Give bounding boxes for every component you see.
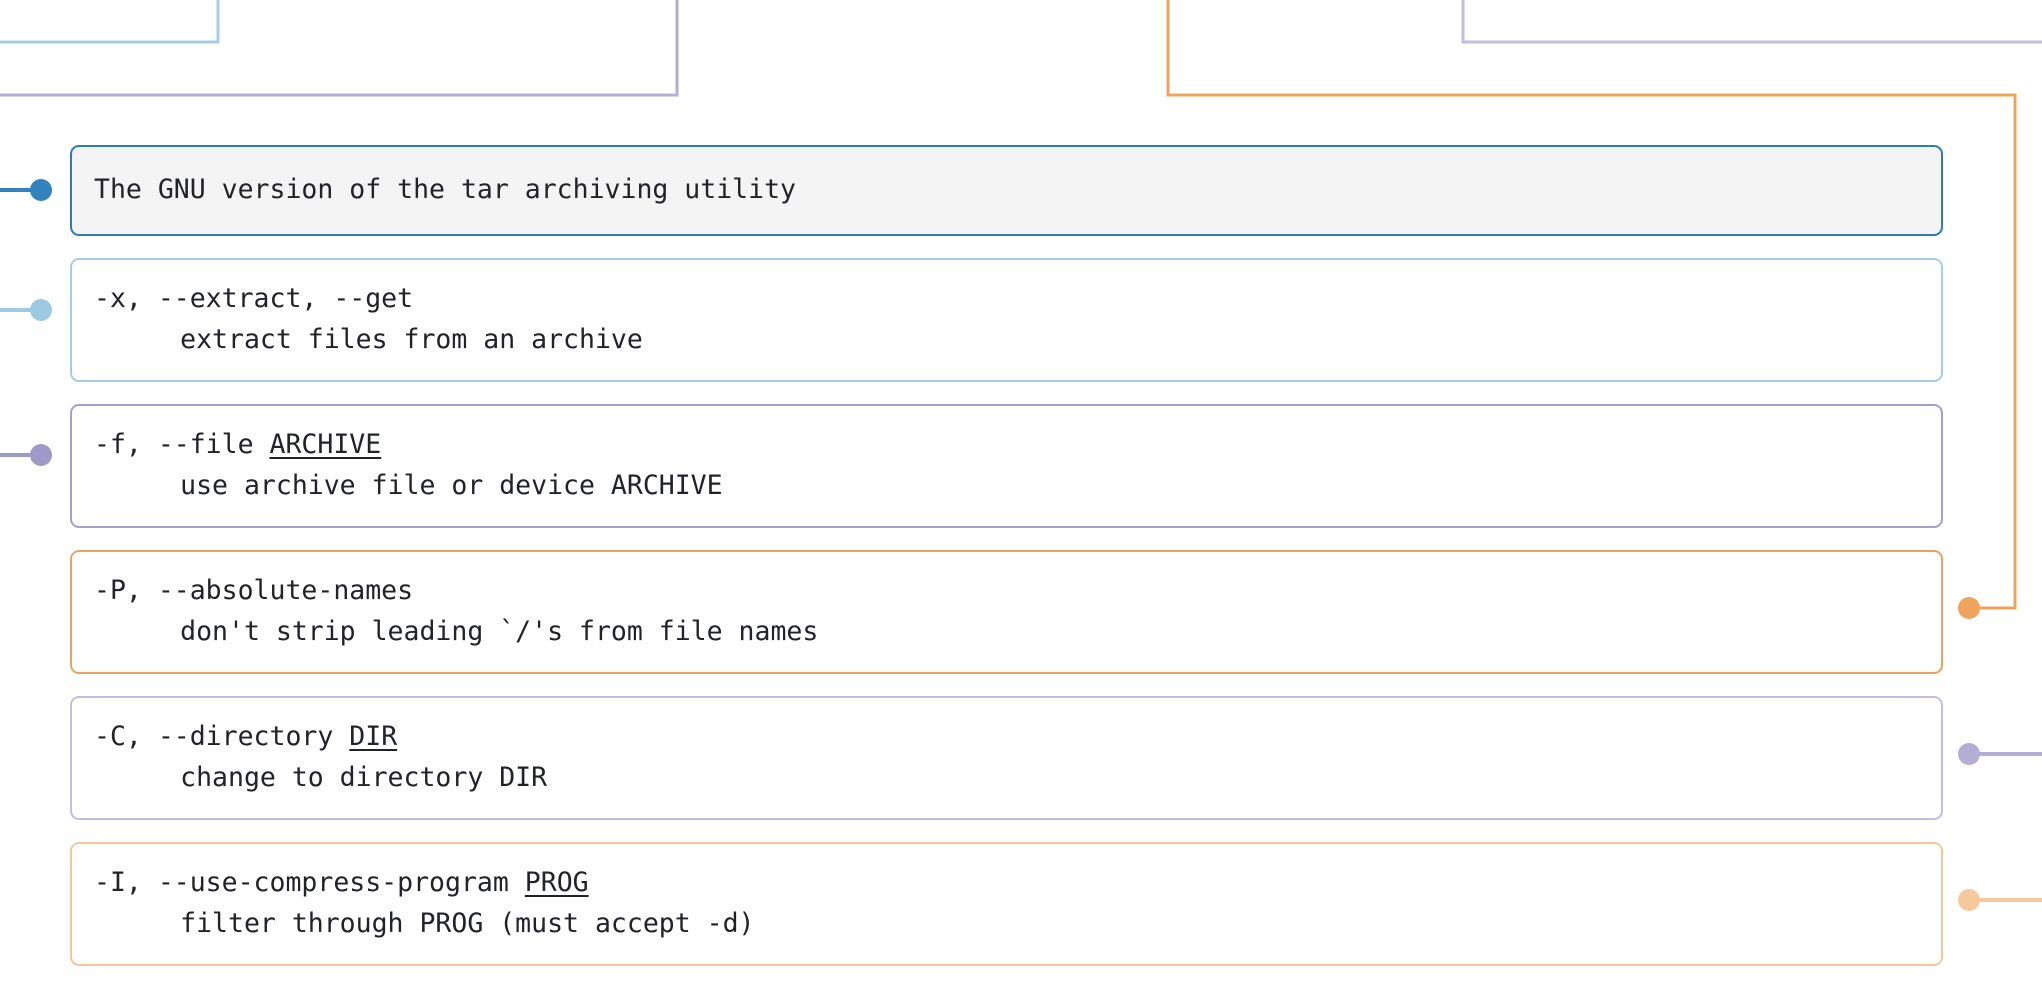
connector-right-directory-dot: [1958, 743, 1980, 765]
card-line-description: don't strip leading `/'s from file names: [180, 616, 819, 647]
card-flag-text: -I, --use-compress-program: [94, 867, 525, 898]
card-argument-dir: DIR: [349, 721, 398, 752]
card-argument-prog: PROG: [524, 867, 589, 898]
card-line-description: use archive file or device ARCHIVE: [180, 470, 723, 501]
card-line-description: change to directory DIR: [180, 762, 548, 793]
card-line-flags: -I, --use-compress-program PROG: [94, 862, 1919, 903]
card-argument-archive: ARCHIVE: [269, 429, 382, 460]
connector-left-extract-dot: [30, 299, 52, 321]
option-card-extract[interactable]: -x, --extract, --get extract files from …: [70, 258, 1943, 382]
option-card-directory[interactable]: -C, --directory DIR change to directory …: [70, 696, 1943, 820]
card-line-flags: -P, --absolute-names: [94, 575, 414, 606]
card-line-description: filter through PROG (must accept -d): [180, 908, 755, 939]
connector-right-compress-dot: [1958, 889, 1980, 911]
connector-top-lightblue-path: [0, 0, 220, 44]
card-line-flags: -f, --file ARCHIVE: [94, 424, 1919, 465]
connector-top-lavender-path: [1461, 0, 2042, 44]
option-card-file[interactable]: -f, --file ARCHIVE use archive file or d…: [70, 404, 1943, 528]
option-card-description[interactable]: The GNU version of the tar archiving uti…: [70, 145, 1943, 236]
card-flag-text: -f, --file: [94, 429, 270, 460]
card-flag-text: -C, --directory: [94, 721, 350, 752]
connector-right-absolute-names-dot: [1958, 597, 1980, 619]
option-card-list: The GNU version of the tar archiving uti…: [70, 145, 1943, 988]
connector-top-purple-path: [0, 0, 679, 97]
connector-left-description-dot: [30, 179, 52, 201]
connector-left-file-dot: [30, 444, 52, 466]
option-card-use-compress-program[interactable]: -I, --use-compress-program PROG filter t…: [70, 842, 1943, 966]
option-card-absolute-names[interactable]: -P, --absolute-names don't strip leading…: [70, 550, 1943, 674]
card-line-description: extract files from an archive: [180, 324, 643, 355]
card-line-flags: -C, --directory DIR: [94, 716, 1919, 757]
card-line-flags: -x, --extract, --get: [94, 283, 414, 314]
card-line-title: The GNU version of the tar archiving uti…: [94, 174, 796, 205]
